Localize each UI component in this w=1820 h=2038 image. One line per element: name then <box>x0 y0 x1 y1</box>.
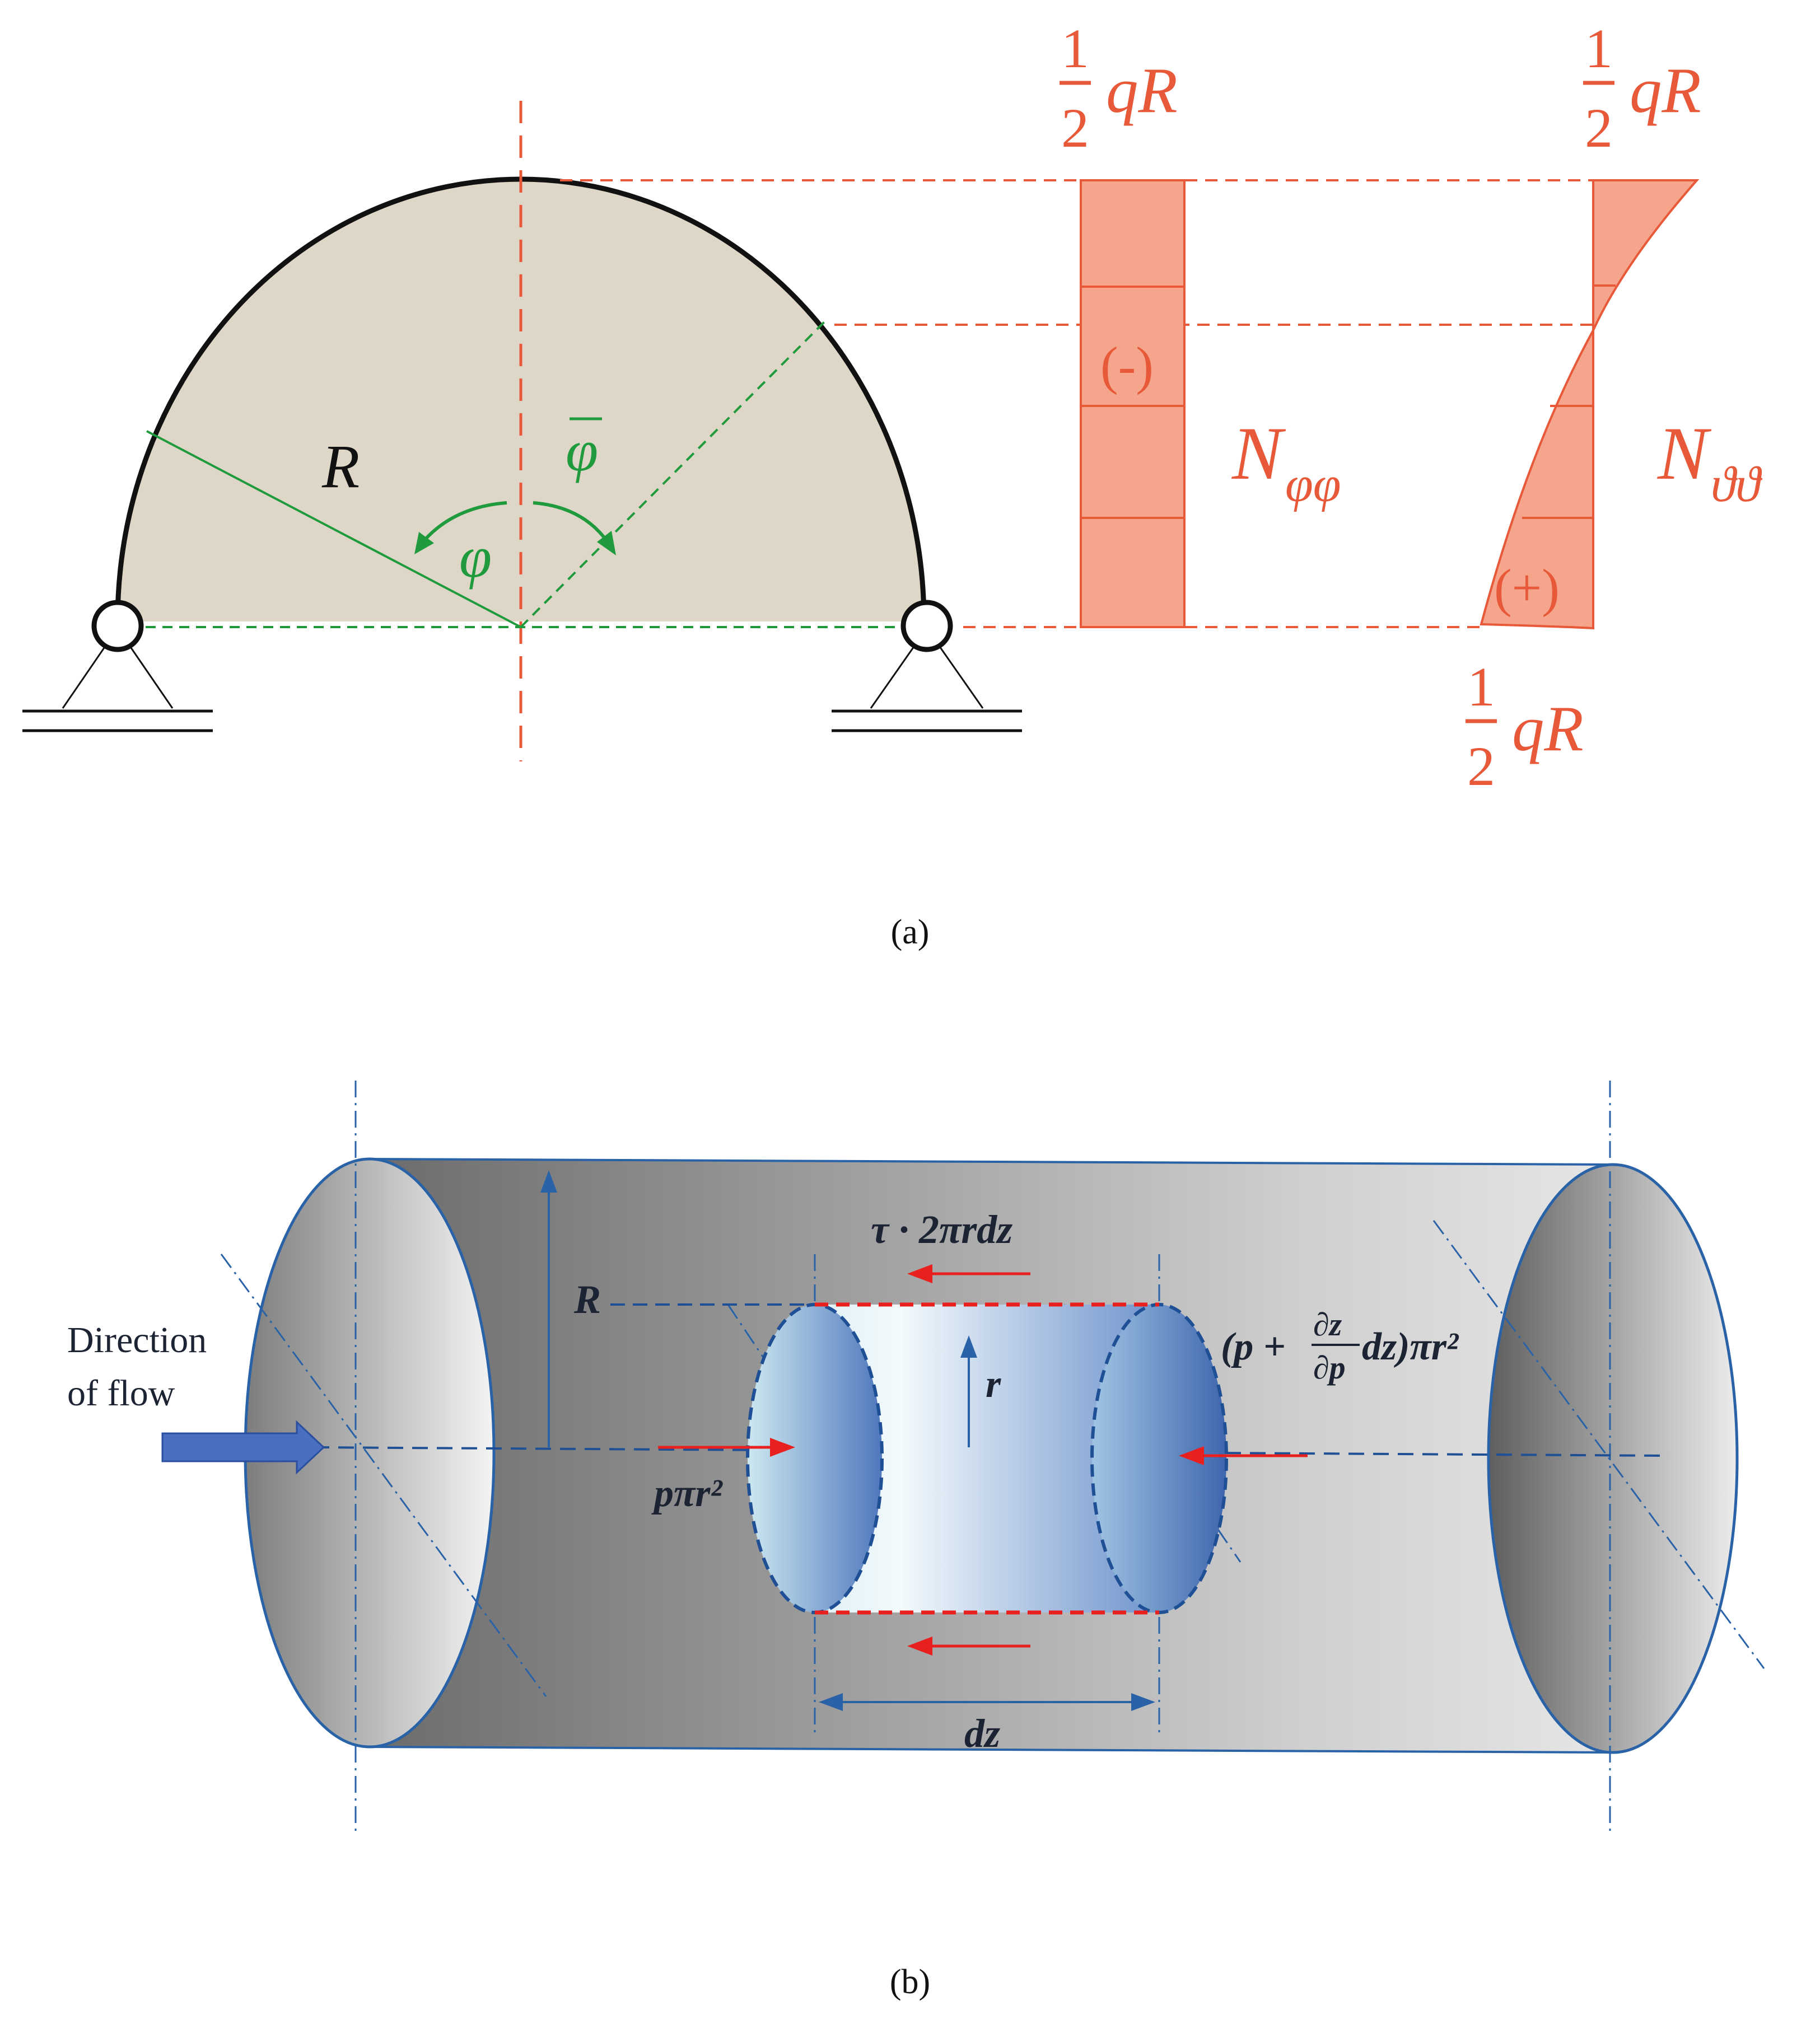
caption-a: (a) <box>891 913 930 951</box>
frac-den: 2 <box>1061 97 1089 159</box>
radius-line <box>146 430 521 628</box>
frac-den: 2 <box>1467 735 1495 797</box>
qr-text: qR <box>1630 55 1701 126</box>
inner-right-cap <box>1090 1303 1228 1614</box>
pressure-num: ∂z <box>1313 1306 1342 1343</box>
n-thetatheta-main: N <box>1657 412 1712 496</box>
r-label: r <box>986 1363 1001 1406</box>
phi-label: φ <box>459 524 492 590</box>
phi-arrowhead <box>414 532 434 554</box>
left-support <box>22 600 213 732</box>
dz-label: dz <box>964 1711 1000 1756</box>
radius-label: R <box>321 432 360 501</box>
n-phiphi-main: N <box>1231 412 1286 496</box>
frac-num: 1 <box>1585 17 1613 80</box>
flow-arrow-icon <box>161 1420 325 1475</box>
frac-num: 1 <box>1061 17 1089 80</box>
phi-arc <box>421 501 507 543</box>
n-phiphi-label: N φφ <box>1231 412 1341 512</box>
phibar-line <box>520 321 825 628</box>
caption-b: (b) <box>890 1963 930 2001</box>
inner-left-cap <box>746 1303 884 1614</box>
phibar-arc <box>533 501 609 543</box>
force-arrows <box>658 1264 1308 1656</box>
pressure-close: dz)πr² <box>1362 1325 1459 1368</box>
shear-label: τ · 2πrdz <box>871 1207 1012 1252</box>
phibar-label-group: φ <box>566 417 602 483</box>
dz-right-arrowhead <box>1131 1693 1155 1711</box>
right-support <box>832 600 1022 732</box>
n-thetatheta-label: N ϑϑ <box>1657 412 1763 512</box>
pressure-label: (p + ∂z ∂p dz)πr² <box>1221 1306 1459 1386</box>
phibar-label: φ <box>566 418 598 483</box>
R-label: R <box>573 1277 601 1322</box>
qr-text: qR <box>1512 693 1584 764</box>
p-label: pπr² <box>651 1472 723 1515</box>
pressure-open: (p + <box>1221 1325 1286 1368</box>
n-phiphi-sub: φφ <box>1285 457 1341 512</box>
qr-text: qR <box>1106 55 1178 126</box>
R-arrowhead <box>540 1170 557 1193</box>
flow-label-line2: of flow <box>67 1373 175 1414</box>
right-end-cap <box>1487 1163 1739 1754</box>
half-qr-label-bottom: 1 2 qR <box>1466 656 1584 797</box>
panel-b: Direction of flow τ · 2πrdz R r pπr² (p … <box>67 1081 1765 2001</box>
frac-den: 2 <box>1585 97 1613 159</box>
plus-sign-label: (+) <box>1494 558 1560 618</box>
n-phiphi-diagram: (-) <box>1080 179 1186 628</box>
flow-label-line1: Direction <box>67 1320 207 1361</box>
half-qr-label-top-right: 1 2 qR <box>1583 17 1701 159</box>
pressure-den: ∂p <box>1313 1349 1346 1386</box>
n-thetatheta-diagram: (+) <box>1480 179 1700 630</box>
phibar-arrowhead <box>597 531 616 555</box>
half-qr-label-top-left: 1 2 qR <box>1060 17 1178 159</box>
panel-a: R φ φ (-) (+) N φφ N <box>22 17 1763 951</box>
dz-left-arrowhead <box>819 1693 843 1711</box>
r-arrowhead <box>960 1335 977 1358</box>
frac-num: 1 <box>1467 656 1495 718</box>
minus-sign-label: (-) <box>1100 336 1154 395</box>
n-thetatheta-sub: ϑϑ <box>1711 457 1763 512</box>
